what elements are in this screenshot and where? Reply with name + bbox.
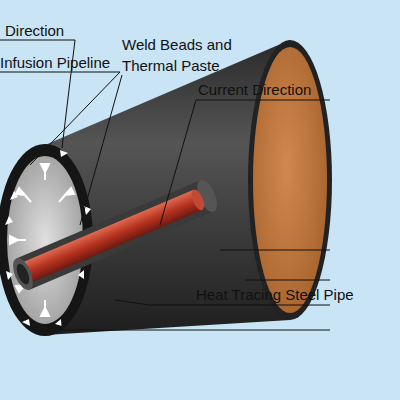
arrow	[41, 164, 49, 180]
part-label: Current Direction	[198, 79, 348, 100]
leader-line	[245, 280, 330, 281]
part-label: Direction	[5, 20, 125, 41]
arrow	[10, 236, 26, 244]
arrow	[41, 300, 49, 316]
tracing-core-end	[189, 188, 207, 212]
tracing-shell	[16, 180, 213, 289]
leader-line	[62, 318, 330, 330]
leader-line	[80, 75, 122, 225]
arrow	[16, 188, 31, 202]
part-label: Infusion Pipeline	[0, 52, 140, 73]
part-label: Weld Beads and Thermal Paste	[122, 34, 247, 76]
arrow	[59, 188, 74, 202]
tracing-pipe	[9, 177, 221, 293]
part-label: Heat Tracing Steel Pipe	[196, 284, 396, 305]
leader-line	[160, 100, 330, 225]
tracing-core	[19, 190, 202, 284]
tracing-cut-face	[9, 255, 37, 293]
tracing-cut-core	[14, 262, 32, 286]
leader-line	[220, 250, 330, 251]
leader-line	[0, 72, 120, 165]
